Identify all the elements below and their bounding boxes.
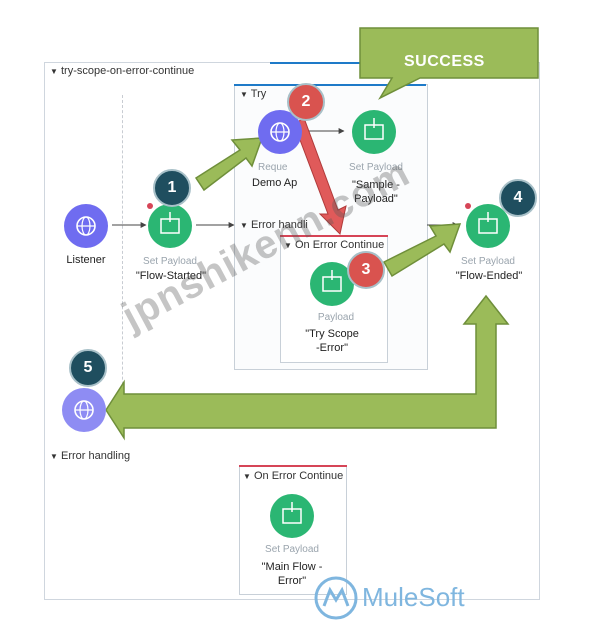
set-payload-sample-type: Set Payload	[349, 162, 403, 173]
listener-label: Listener	[66, 254, 106, 266]
set-payload-try-error-caption-2: -Error"	[315, 342, 348, 354]
lane-divider	[122, 95, 123, 435]
request-node[interactable]	[258, 110, 302, 154]
flow-arrow-1	[194, 137, 264, 192]
set-payload-start-node[interactable]	[147, 203, 192, 248]
try-scope-title[interactable]: ▼ Try	[240, 88, 267, 100]
step-badge-5-label: 5	[83, 359, 93, 376]
collapse-triangle-icon[interactable]: ▼	[240, 90, 248, 99]
collapse-triangle-icon[interactable]: ▼	[243, 472, 251, 481]
set-payload-end-type: Set Payload	[461, 256, 515, 267]
try-error-handling-title[interactable]: ▼ Error handli	[240, 219, 308, 231]
set-payload-end-caption: "Flow-Ended"	[455, 270, 523, 282]
collapse-triangle-icon[interactable]: ▼	[50, 452, 58, 461]
step-badge-2-label: 2	[301, 93, 311, 110]
collapse-triangle-icon[interactable]: ▼	[240, 221, 248, 230]
flow-arrow-3	[382, 223, 462, 278]
breakpoint-dot	[147, 203, 153, 209]
breakpoint-dot	[465, 203, 471, 209]
set-payload-sample-caption-1: "Sample -	[352, 179, 400, 191]
step-badge-1	[153, 169, 191, 207]
step-badge-4	[499, 179, 537, 217]
request-caption: Demo Ap	[252, 177, 298, 189]
set-payload-try-error-type: Payload	[317, 312, 355, 323]
try-scope-accent	[234, 84, 426, 86]
set-payload-try-error-node[interactable]	[310, 262, 354, 306]
set-payload-main-error-node[interactable]	[270, 494, 314, 538]
on-error-continue-main-title[interactable]: ▼ On Error Continue	[243, 470, 344, 482]
set-payload-start-caption: "Flow-Started"	[135, 270, 207, 282]
set-payload-try-error-caption-1: "Try Scope	[305, 328, 359, 340]
on-error-accent	[280, 235, 388, 237]
mulesoft-brand-text: MuleSoft	[362, 582, 465, 612]
listener-return-node[interactable]	[62, 388, 106, 432]
flow-title[interactable]: ▼ try-scope-on-error-continue	[50, 65, 195, 77]
step-badge-2	[287, 83, 325, 121]
request-type: Reque	[258, 162, 288, 173]
listener-node[interactable]	[64, 204, 108, 248]
set-payload-main-error-caption-1: "Main Flow -	[261, 561, 323, 573]
step-badge-3-label: 3	[361, 261, 371, 278]
success-callout-text: SUCCESS	[404, 53, 485, 70]
main-error-handling-title[interactable]: ▼ Error handling	[50, 450, 131, 462]
step-badge-5	[69, 349, 107, 387]
set-payload-end-node[interactable]	[465, 203, 510, 248]
set-payload-sample-node[interactable]	[352, 110, 396, 154]
mulesoft-logo-icon	[314, 576, 358, 620]
on-error-main-accent	[239, 465, 347, 467]
step-badge-1-label: 1	[167, 179, 177, 196]
set-payload-main-error-caption-2: Error"	[277, 575, 307, 587]
flow-arrow-5	[105, 294, 510, 441]
set-payload-main-error-type: Set Payload	[265, 544, 319, 555]
error-arrow-2	[293, 117, 347, 236]
collapse-triangle-icon[interactable]: ▼	[50, 67, 58, 76]
success-callout	[359, 27, 539, 100]
step-badge-3	[347, 251, 385, 289]
set-payload-start-type: Set Payload	[143, 256, 197, 267]
on-error-continue-inner-title[interactable]: ▼ On Error Continue	[284, 239, 385, 251]
set-payload-sample-caption-2: Payload"	[354, 193, 398, 205]
step-badge-4-label: 4	[513, 189, 523, 206]
collapse-triangle-icon[interactable]: ▼	[284, 241, 292, 250]
